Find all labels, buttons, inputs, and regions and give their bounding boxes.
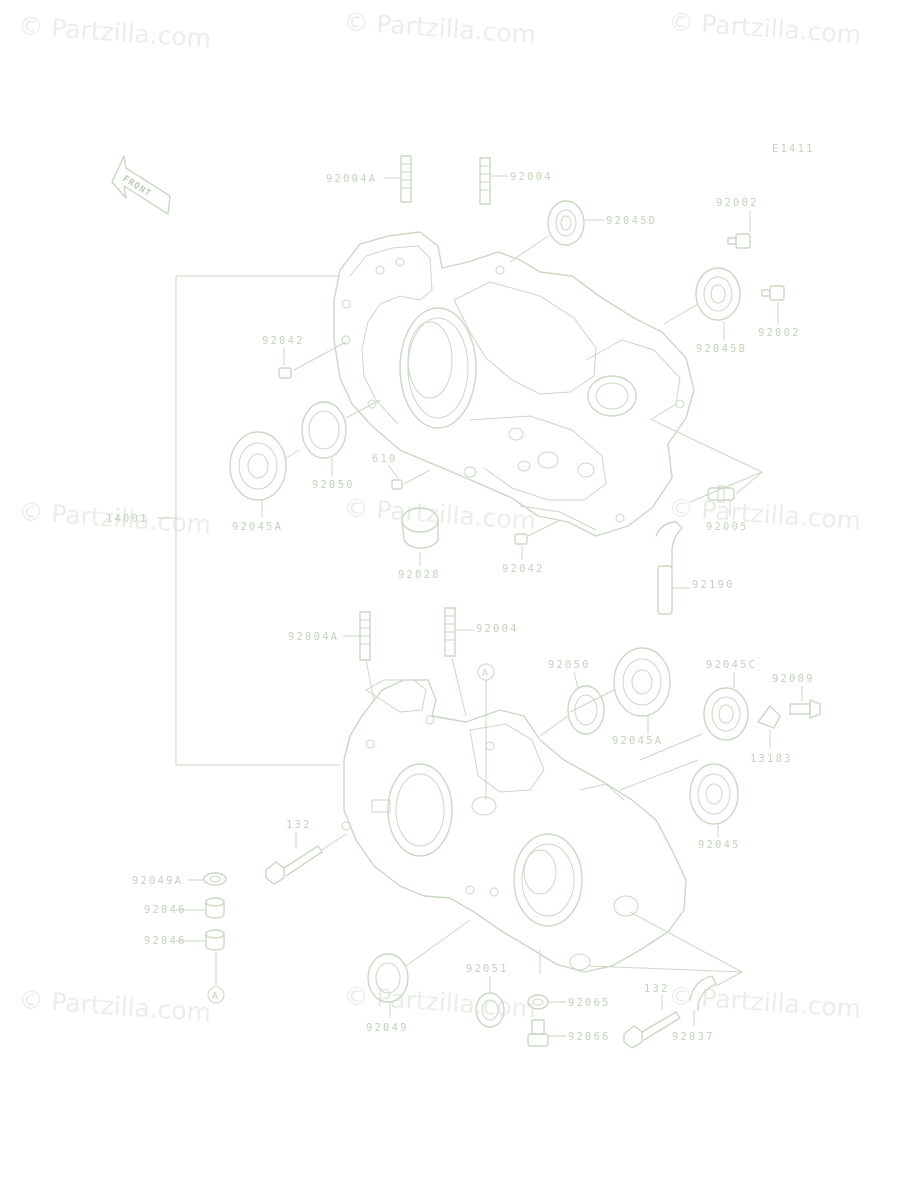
part-label: 92050 [312,479,355,491]
watermark: © Partzilla.com [343,493,537,535]
washer-92049A-icon [203,872,227,886]
part-label: 92045B [696,343,747,355]
watermark: © Partzilla.com [668,7,862,49]
part-label: 92009 [772,673,815,685]
bearing-92045A-upper-icon [229,431,287,501]
part-labels: 92004A 92004 92045D 92002 92002 92045B 9… [106,171,815,1043]
part-label: 92045C [706,659,757,671]
diagram-code: E1411 [772,143,815,155]
part-label: 132 [286,819,312,831]
part-label: 92045A [232,521,283,533]
part-label: 132 [644,983,670,995]
collar-92028-icon [401,507,439,549]
part-label: 92037 [672,1031,715,1043]
part-label: 13183 [750,753,793,765]
bearing-92045C-icon [703,687,749,741]
leader-lines [176,175,803,1037]
pin-610-icon [391,479,403,490]
watermark: © Partzilla.com [343,7,537,49]
bolt-92009-icon [789,699,821,719]
part-label: 92190 [692,579,735,591]
stud-92004-lower-icon [444,607,456,657]
bolt-92002-b-icon [761,285,785,301]
part-label: 92042 [262,335,305,347]
part-label: 92002 [758,327,801,339]
part-label: 92042 [502,563,545,575]
part-label: 92066 [568,1031,611,1043]
oil-seal-92049-icon [367,953,409,1003]
fitting-92005-icon [707,485,735,503]
watermark: © Partzilla.com [668,981,862,1023]
part-label: 92004A [326,173,377,185]
reference-marker-a-top: A [477,663,495,681]
reference-marker-a-bottom: A [207,986,225,1004]
lower-crankcase-half [341,679,687,973]
bracket-92037-icon [689,975,717,1011]
oil-seal-92050-upper-icon [301,401,347,459]
collar-92046-a-icon [205,897,225,919]
part-label: 92005 [706,521,749,533]
stud-92004-upper-icon [479,157,491,205]
reference-marker-label: A [482,668,488,679]
bearing-92045D-icon [547,200,585,246]
bearing-92045A-lower-icon [613,647,671,717]
plate-13183-icon [757,705,781,729]
part-label: 92002 [716,197,759,209]
collar-92046-b-icon [205,929,225,951]
front-arrow-icon: FRONT [111,155,171,215]
upper-crankcase-half [333,231,695,537]
part-label: 92004A [288,631,339,643]
bearing-92045B-icon [695,267,741,321]
part-label: 610 [372,453,398,465]
stud-92004A-upper-icon [400,155,412,203]
part-label: 92045D [606,215,657,227]
plug-92066-icon [527,1019,549,1047]
bearing-92045-icon [689,763,739,825]
bolt-132-right-icon [623,1011,681,1049]
reference-marker-label: A [212,991,218,1002]
part-label: 92049A [132,875,183,887]
part-label: 92045A [612,735,663,747]
part-label: 92051 [466,963,509,975]
part-label: 92046 [144,935,187,947]
part-label: 92065 [568,997,611,1009]
hose-92190-icon [655,521,683,615]
bolt-132-left-icon [265,845,323,885]
part-label: 92004 [510,171,553,183]
case-assembly-bracket [158,275,340,766]
part-label: 92004 [476,623,519,635]
part-label: 14001 [106,513,149,525]
watermark: © Partzilla.com [18,11,212,53]
watermark: © Partzilla.com [18,985,212,1027]
dowel-pin-92042-bottom-icon [514,533,528,545]
part-label: 92046 [144,904,187,916]
watermark: © Partzilla.com [343,981,537,1023]
dowel-pin-92042-left-icon [278,367,292,379]
part-label: 92045 [698,839,741,851]
bolt-92002-a-icon [727,233,751,249]
part-label: 92028 [398,569,441,581]
stud-92004A-lower-icon [359,611,371,661]
part-label: 92050 [548,659,591,671]
part-label: 92049 [366,1022,409,1034]
